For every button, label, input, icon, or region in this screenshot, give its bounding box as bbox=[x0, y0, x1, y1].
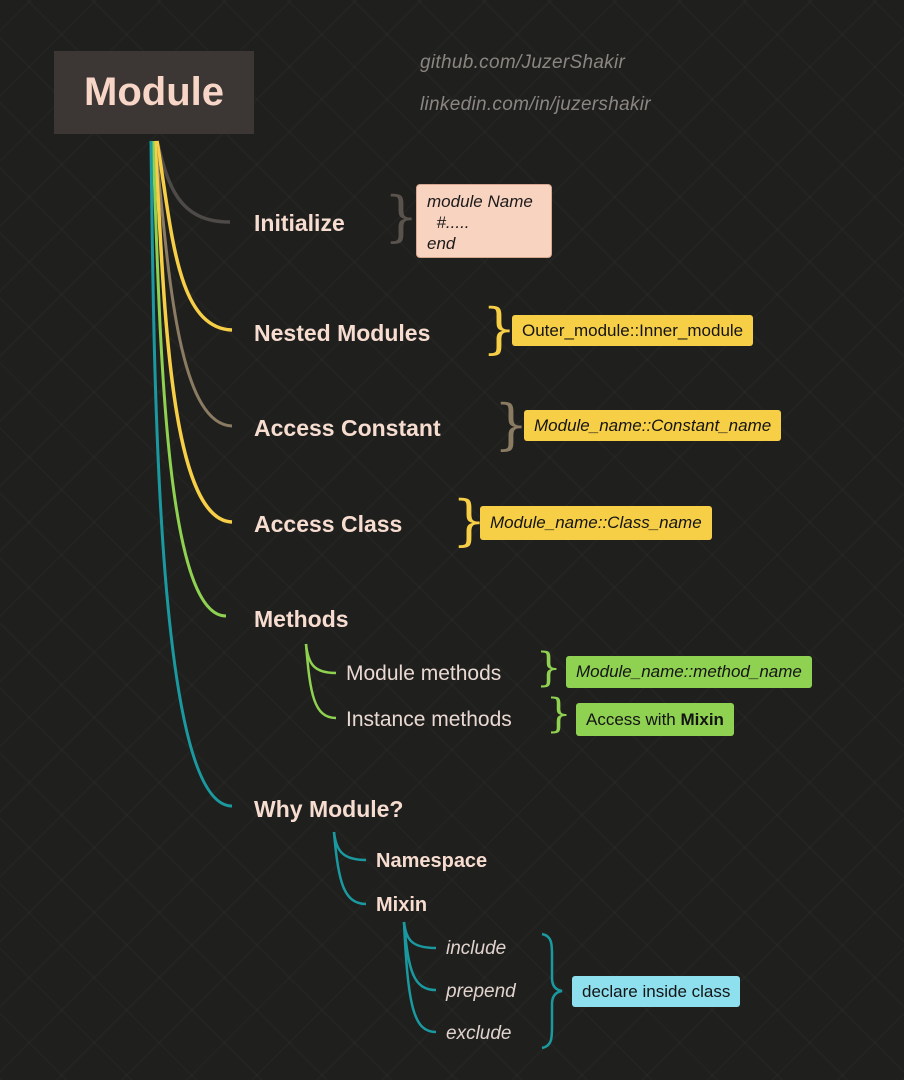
github-link[interactable]: github.com/JuzerShakir bbox=[420, 52, 626, 73]
initialize-code-box: module Name #..... end bbox=[416, 184, 552, 258]
instance-methods-value-prefix: Access with bbox=[586, 709, 681, 729]
branch-exclude bbox=[402, 921, 437, 1034]
code-line: end bbox=[427, 234, 456, 253]
module-methods-brace-icon: } bbox=[536, 645, 562, 691]
instance-methods-brace-icon: } bbox=[546, 691, 572, 737]
mixin-note-box: declare inside class bbox=[572, 976, 741, 1007]
module-methods-label: Module methods bbox=[346, 662, 502, 685]
branch-nested bbox=[155, 140, 233, 332]
access-class-heading: Access Class bbox=[254, 511, 403, 537]
mixin-exclude-label: exclude bbox=[446, 1023, 512, 1044]
code-line: #..... bbox=[427, 213, 470, 232]
instance-methods-label: Instance methods bbox=[346, 708, 512, 731]
branch-include bbox=[402, 921, 437, 950]
access-class-value: Module_name::Class_name bbox=[480, 506, 712, 540]
mixin-label: Mixin bbox=[376, 894, 428, 916]
namespace-label: Namespace bbox=[376, 850, 488, 872]
page-title: Module bbox=[54, 51, 254, 134]
access-constant-value: Module_name::Constant_name bbox=[524, 410, 782, 441]
branch-mixin bbox=[332, 831, 367, 906]
linkedin-link[interactable]: linkedin.com/in/juzershakir bbox=[420, 94, 651, 115]
initialize-brace-icon: } bbox=[384, 185, 419, 248]
mixin-include-label: include bbox=[446, 938, 507, 959]
branch-class bbox=[153, 140, 233, 524]
why-module-heading: Why Module? bbox=[254, 796, 404, 822]
module-methods-value: Module_name::method_name bbox=[566, 656, 812, 688]
methods-heading: Methods bbox=[254, 606, 349, 632]
branch-why bbox=[149, 140, 233, 808]
access-constant-heading: Access Constant bbox=[254, 415, 441, 441]
initialize-heading: Initialize bbox=[254, 210, 345, 236]
nested-brace-icon: } bbox=[482, 297, 517, 360]
branch-constant bbox=[153, 140, 233, 428]
instance-methods-value-bold: Mixin bbox=[680, 709, 724, 729]
mixin-prepend-label: prepend bbox=[446, 981, 516, 1002]
nested-modules-value: Outer_module::Inner_module bbox=[512, 315, 754, 346]
branch-methods bbox=[151, 140, 227, 618]
mixin-brace bbox=[541, 932, 563, 1050]
branch-module-methods bbox=[304, 643, 337, 675]
nested-modules-heading: Nested Modules bbox=[254, 320, 431, 346]
branch-namespace bbox=[332, 831, 367, 862]
branch-instance-methods bbox=[304, 643, 337, 720]
constant-brace-icon: } bbox=[494, 393, 529, 456]
instance-methods-value: Access with Mixin bbox=[576, 703, 734, 736]
code-line: module Name bbox=[427, 192, 533, 211]
